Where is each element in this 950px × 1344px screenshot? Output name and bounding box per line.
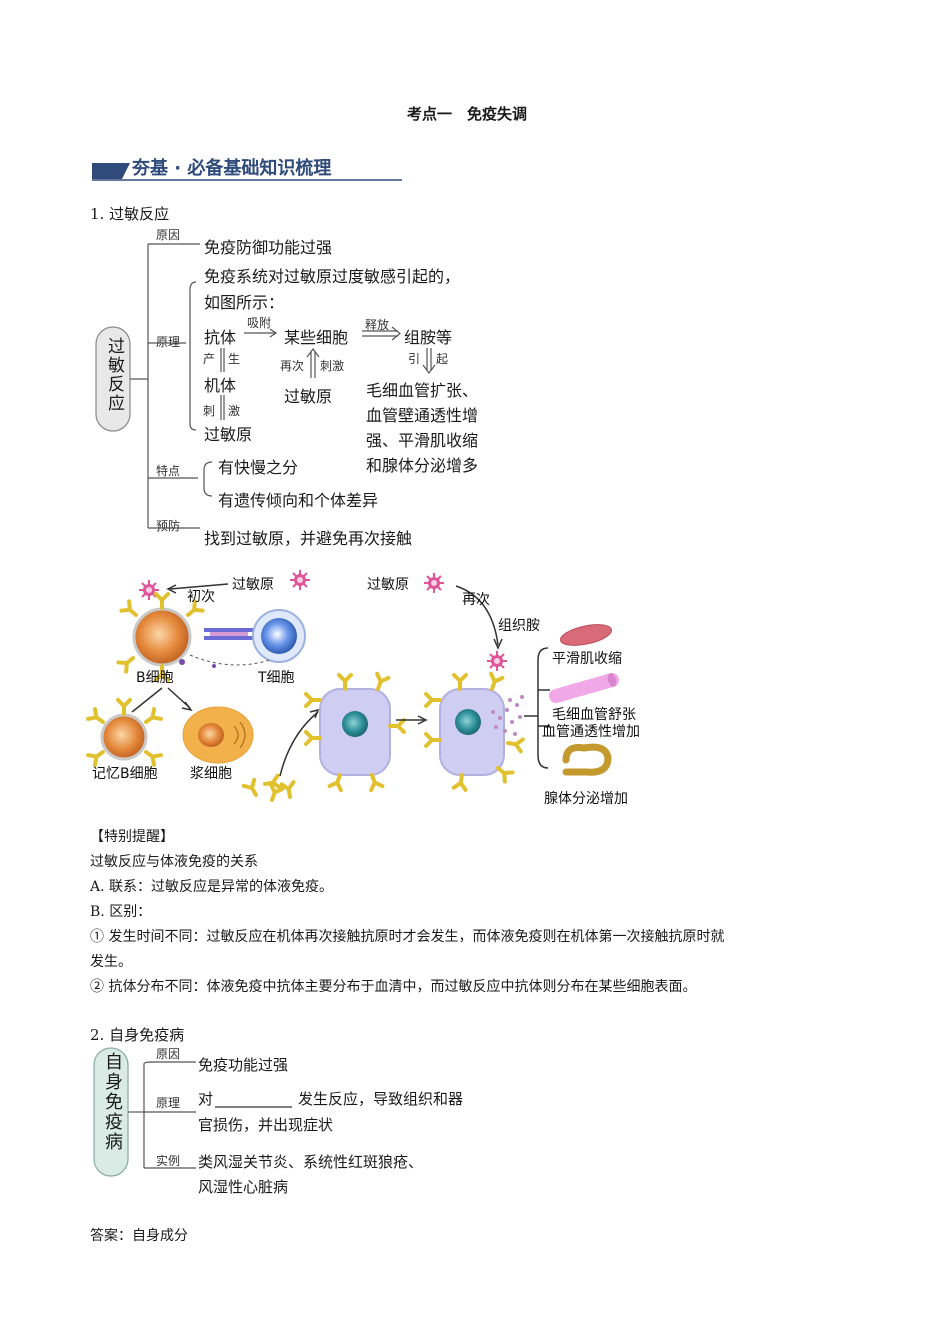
prevention-text: 找到过敏原，并避免再次接触 [204,529,413,548]
mechanism-label: 原理 [156,335,181,349]
flow-produce-1: 产 [203,352,216,366]
section1-heading: 1. 过敏反应 [90,205,170,223]
flow-cause-1: 引 [408,352,421,366]
flow-some-cells: 某些细胞 [284,328,349,347]
reminder-line-1: 过敏反应与体液免疫的关系 [90,854,258,870]
reminder-line-2: A. 联系：过敏反应是异常的体液免疫。 [90,879,334,895]
reminder-line-4a: ① 发生时间不同：过敏反应在机体再次接触抗原时才会发生，而体液免疫则在机体第一次… [90,929,725,945]
diagram-allergen-left: 过敏原 [232,577,274,593]
flow-effect-3: 强、平滑肌收缩 [366,431,479,450]
flow-antibody: 抗体 [204,328,237,347]
flow-stimulate-mid: 刺激 [320,359,345,373]
diagram-histamine: 组织胺 [498,618,540,634]
page-title: 考点一 免疫失调 [407,105,528,123]
allergy-root-label: 过敏反应 [104,337,124,413]
features-label: 特点 [156,464,181,478]
flow-organism: 机体 [204,376,237,395]
diagram-b-cell: B细胞 [136,670,174,686]
ai-example-text-2: 风湿性心脏病 [198,1178,289,1196]
section-banner: 夯基 · 必备基础知识梳理 [132,158,332,179]
flow-effect-1: 毛细血管扩张、 [366,381,479,400]
feature-1: 有快慢之分 [218,458,299,477]
ai-mechanism-text-1b: 发生反应，导致组织和器 [298,1090,464,1108]
flow-cause-2: 起 [436,352,449,366]
ai-cause-label: 原因 [156,1047,181,1061]
ai-example-label: 实例 [156,1154,181,1168]
section2-heading: 2. 自身免疫病 [90,1026,185,1044]
flow-allergen-left: 过敏原 [204,425,253,444]
ai-example-text-1: 类风湿关节炎、系统性红斑狼疮、 [198,1153,424,1171]
cause-text: 免疫防御功能过强 [204,238,333,257]
flow-allergen-mid: 过敏原 [284,387,333,406]
flow-again: 再次 [280,359,305,373]
diagram-allergen-right: 过敏原 [367,577,409,593]
mechanism-text-2: 如图所示： [204,293,285,312]
diagram-t-cell: T细胞 [258,670,295,686]
reminder-line-5: ② 抗体分布不同：体液免疫中抗体主要分布于血清中，而过敏反应中抗体则分布在某些细… [90,979,697,995]
diagram-second-time: 再次 [462,592,490,608]
autoimmune-root-label: 自身免疫病 [102,1052,123,1152]
ai-mechanism-text-1a: 对 [198,1090,214,1108]
ai-mechanism-text-2: 官损伤，并出现症状 [198,1116,334,1134]
ai-mechanism-label: 原理 [156,1096,181,1110]
flow-produce-2: 生 [228,352,241,366]
prevention-label: 预防 [156,519,181,533]
reminder-line-3: B. 区别： [90,904,152,920]
diagram-effect-2b: 血管通透性增加 [542,724,640,740]
diagram-memory-b: 记忆B细胞 [92,766,158,782]
diagram-plasma-cell: 浆细胞 [190,766,232,782]
reminder-heading: 【特别提醒】 [90,829,174,845]
diagram-effect-3: 腺体分泌增加 [544,791,628,807]
flow-adsorb: 吸附 [247,316,272,330]
flow-release: 释放 [365,318,390,332]
mechanism-text-1: 免疫系统对过敏原过度敏感引起的， [204,267,461,286]
ai-cause-text: 免疫功能过强 [198,1056,289,1074]
answer-text: 答案：自身成分 [90,1228,188,1244]
flow-effect-4: 和腺体分泌增多 [366,456,479,475]
flow-effect-2: 血管壁通透性增 [366,406,479,425]
flow-stimulate-2: 激 [228,404,241,418]
cause-label: 原因 [156,228,181,242]
reminder-line-4b: 发生。 [90,954,132,970]
diagram-effect-1: 平滑肌收缩 [552,651,622,667]
flow-stimulate-1: 刺 [203,404,216,418]
feature-2: 有遗传倾向和个体差异 [218,491,379,510]
flow-histamine: 组胺等 [404,328,453,347]
diagram-first-time: 初次 [187,589,215,605]
diagram-effect-2a: 毛细血管舒张 [552,707,636,723]
